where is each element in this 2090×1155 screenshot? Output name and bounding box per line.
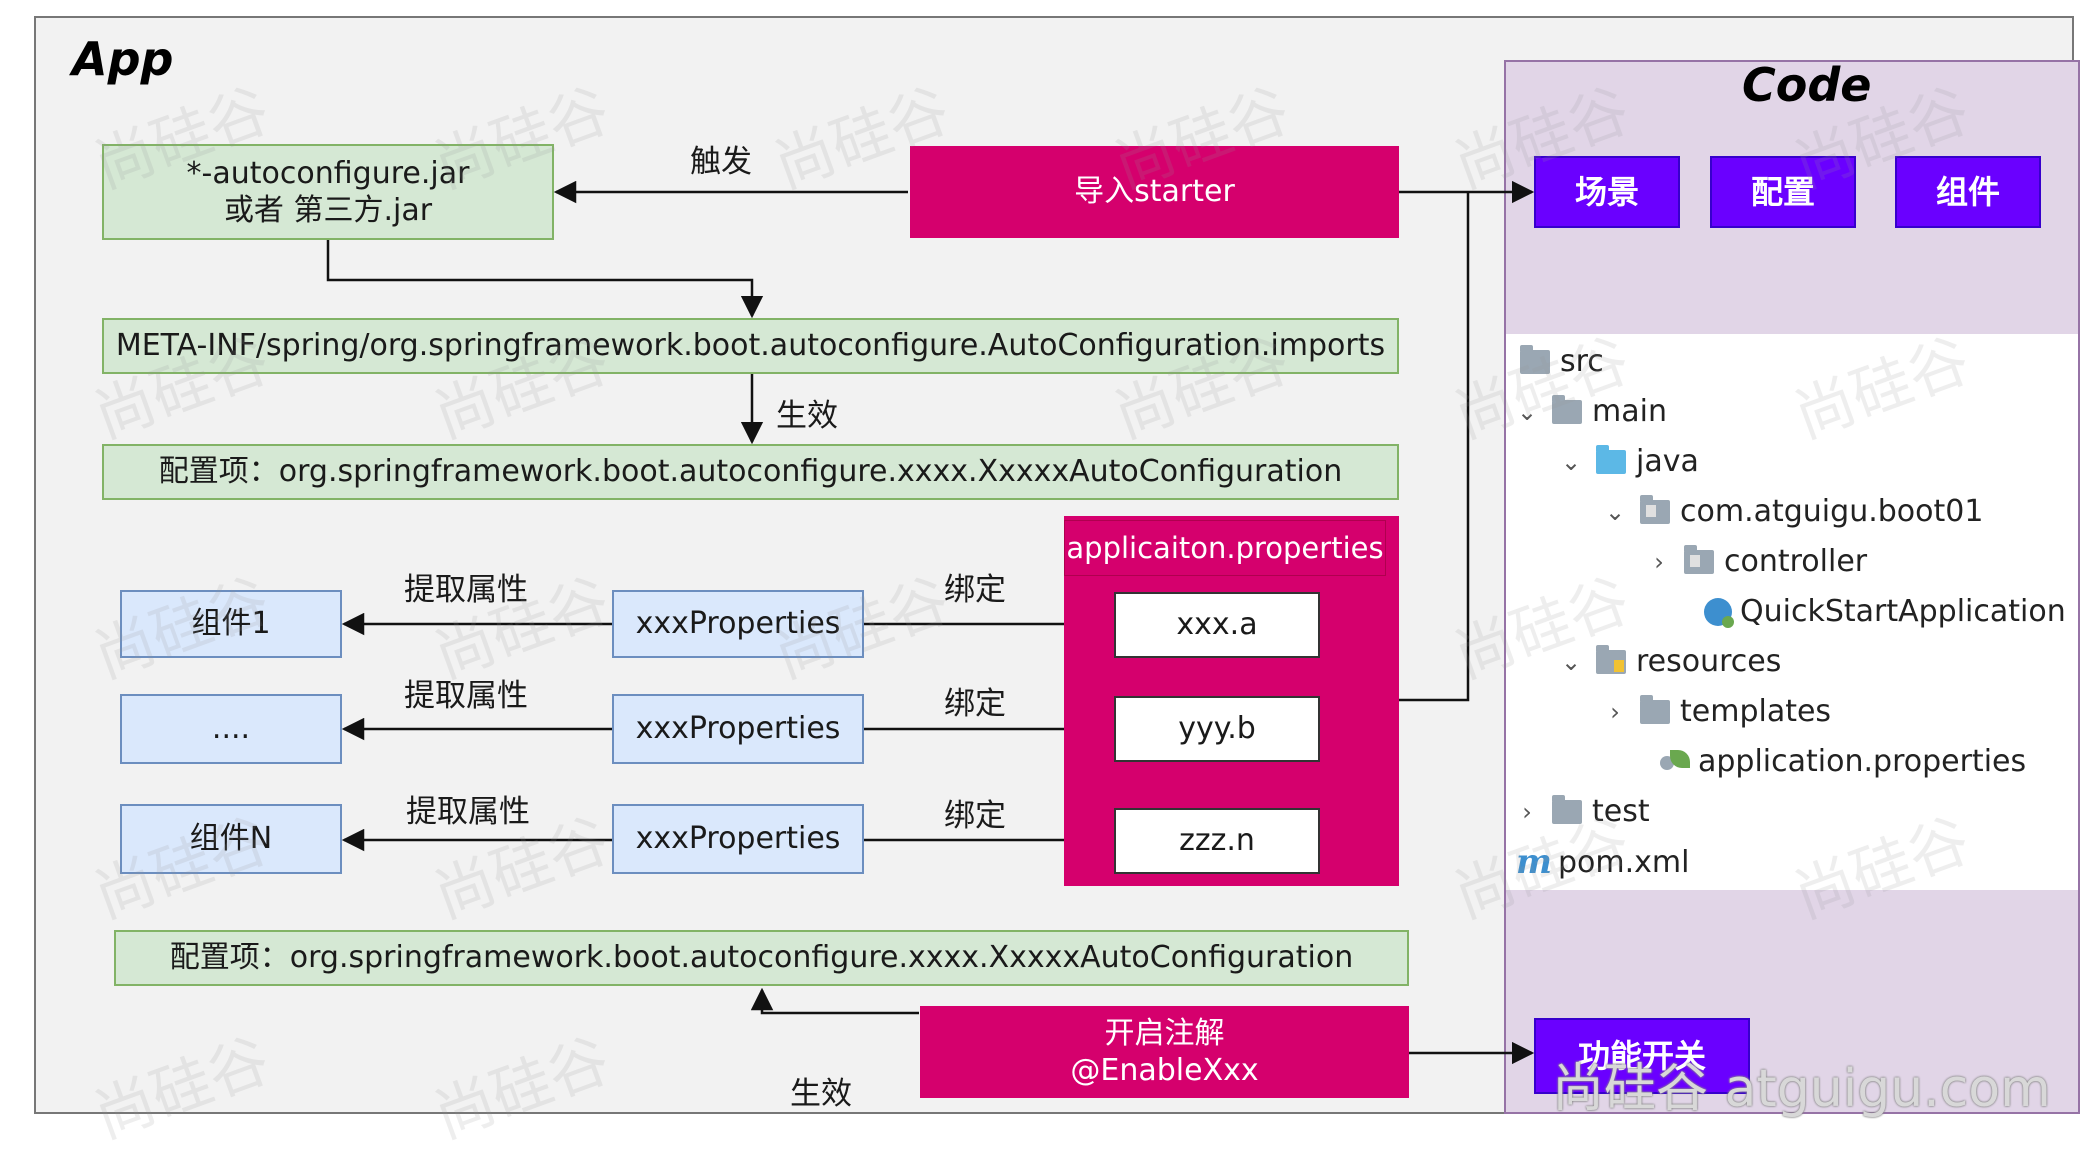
- chevron-right-icon[interactable]: ›: [1522, 797, 1532, 826]
- package-icon: [1684, 544, 1714, 574]
- tree-test-label: test: [1592, 794, 1650, 829]
- value-2-box: yyy.b: [1114, 696, 1320, 762]
- tree-test[interactable]: › test: [1516, 794, 1650, 829]
- component-1-box: 组件1: [120, 590, 342, 658]
- properties-3-box: xxxProperties: [612, 804, 864, 874]
- source-folder-icon: [1596, 444, 1626, 474]
- code-tree-panel: [1506, 334, 2078, 890]
- enable-annotation-line2: @EnableXxx: [1070, 1053, 1259, 1088]
- component-2-box: ....: [120, 694, 342, 764]
- connector-lines: [326, 180, 1535, 1065]
- autoconfigure-jar-line2: 或者 第三方.jar: [223, 193, 433, 228]
- tree-pom-label: pom.xml: [1557, 844, 1690, 880]
- app-title: App: [72, 32, 174, 86]
- tree-app-class[interactable]: QuickStartApplication: [1704, 594, 2066, 629]
- enable-annotation-line1: 开启注解: [1104, 1015, 1225, 1051]
- config-item-bottom-box: 配置项：org.springframework.boot.autoconfigu…: [114, 930, 1409, 986]
- enable-annotation-box: 开启注解 @EnableXxx: [920, 1006, 1409, 1098]
- tree-main-label: main: [1592, 394, 1667, 429]
- properties-header: applicaiton.properties: [1064, 520, 1386, 576]
- chevron-down-icon[interactable]: ⌄: [1604, 497, 1626, 526]
- autoconfigure-jar-line1: *-autoconfigure.jar: [186, 155, 470, 191]
- chevron-right-icon[interactable]: ›: [1610, 697, 1620, 726]
- tree-templates[interactable]: › templates: [1604, 694, 1831, 729]
- tree-pom[interactable]: m pom.xml: [1516, 842, 1689, 882]
- tree-main[interactable]: ⌄ main: [1516, 394, 1667, 429]
- package-icon: [1640, 494, 1670, 524]
- maven-icon: m: [1516, 842, 1552, 882]
- autoconfigure-jar-box: *-autoconfigure.jar 或者 第三方.jar: [102, 144, 554, 240]
- arrow-jar-to-metainf: [326, 240, 764, 319]
- extract-label-1: 提取属性: [404, 572, 528, 608]
- tree-package[interactable]: ⌄ com.atguigu.boot01: [1604, 494, 1984, 529]
- trigger-label: 触发: [690, 144, 752, 180]
- bind-label-1: 绑定: [944, 572, 1006, 608]
- folder-icon: [1552, 394, 1582, 424]
- tree-src-label: src: [1560, 344, 1604, 379]
- tree-templates-label: templates: [1680, 694, 1832, 729]
- spring-properties-icon: [1660, 749, 1690, 774]
- extract-label-3: 提取属性: [406, 794, 530, 830]
- meta-inf-box: META-INF/spring/org.springframework.boot…: [102, 318, 1399, 374]
- effect-label-bottom: 生效: [790, 1076, 852, 1112]
- feature-switch-button[interactable]: 功能开关: [1534, 1018, 1750, 1094]
- tree-controller-label: controller: [1724, 544, 1868, 579]
- properties-2-box: xxxProperties: [612, 694, 864, 764]
- tree-resources-label: resources: [1636, 644, 1782, 679]
- chevron-down-icon[interactable]: ⌄: [1560, 647, 1582, 676]
- tree-java[interactable]: ⌄ java: [1560, 444, 1699, 479]
- config-item-box: 配置项：org.springframework.boot.autoconfigu…: [102, 444, 1399, 500]
- import-starter-box: 导入starter: [910, 146, 1399, 238]
- value-1-box: xxx.a: [1114, 592, 1320, 658]
- arrow-enable-to-config: [750, 987, 919, 1015]
- code-button-config[interactable]: 配置: [1710, 156, 1856, 228]
- resources-folder-icon: [1596, 644, 1626, 674]
- spring-app-icon: [1704, 597, 1734, 628]
- tree-app-props-label: application.properties: [1698, 744, 2027, 779]
- bind-label-3: 绑定: [944, 798, 1006, 834]
- extract-label-2: 提取属性: [404, 678, 528, 714]
- tree-controller[interactable]: › controller: [1648, 544, 1867, 579]
- component-n-box: 组件N: [120, 804, 342, 874]
- chevron-down-icon[interactable]: ⌄: [1560, 447, 1582, 476]
- code-button-scene[interactable]: 场景: [1534, 156, 1680, 228]
- code-button-component[interactable]: 组件: [1895, 156, 2041, 228]
- chevron-right-icon[interactable]: ›: [1654, 547, 1664, 576]
- effect-label-top: 生效: [776, 398, 838, 434]
- tree-resources[interactable]: ⌄ resources: [1560, 644, 1781, 679]
- chevron-down-icon[interactable]: ⌄: [1516, 397, 1538, 426]
- diagram-canvas: App Code *-autoconfigure.jar 或者 第三方.ja: [34, 16, 2080, 1152]
- properties-1-box: xxxProperties: [612, 590, 864, 658]
- code-title: Code: [1742, 58, 1872, 112]
- folder-icon: [1520, 344, 1550, 374]
- value-3-box: zzz.n: [1114, 808, 1320, 874]
- tree-package-label: com.atguigu.boot01: [1680, 494, 1984, 529]
- tree-app-props[interactable]: application.properties: [1660, 744, 2026, 779]
- folder-icon: [1640, 694, 1670, 724]
- folder-icon: [1552, 794, 1582, 824]
- tree-app-class-label: QuickStartApplication: [1740, 594, 2066, 629]
- tree-java-label: java: [1636, 444, 1699, 479]
- line-props-to-code: [1399, 192, 1470, 702]
- bind-label-2: 绑定: [944, 686, 1006, 722]
- tree-src[interactable]: src: [1520, 344, 1604, 379]
